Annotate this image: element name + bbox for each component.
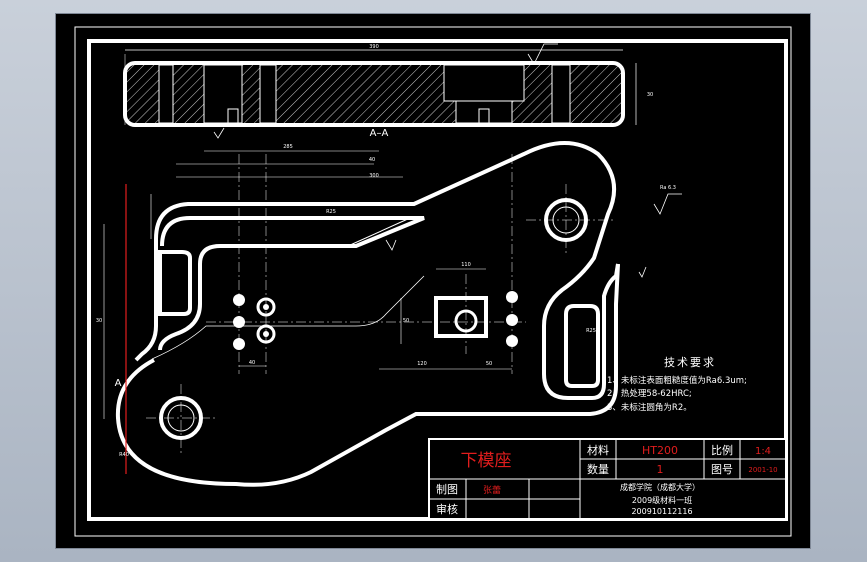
tech-heading: 技术要求 — [664, 356, 716, 369]
plan-view: 285 40 300 R25 R25 R40 110 120 50 40 30 … — [96, 127, 682, 487]
dim-30-left: 30 — [96, 318, 102, 324]
dim-50-vert: 50 — [403, 318, 409, 324]
drawing-no-label: 图号 — [711, 463, 733, 476]
student-id: 200910112116 — [631, 507, 692, 516]
outer-frame — [74, 26, 792, 537]
dim-overall-width: 390 — [369, 44, 379, 50]
cad-drawing: 390 30 A–A — [74, 26, 792, 537]
scale-value: 1:4 — [755, 446, 771, 457]
material-label: 材料 — [587, 443, 609, 457]
qty-value: 1 — [657, 463, 664, 476]
scale-label: 比例 — [711, 443, 733, 457]
dim-285: 285 — [283, 144, 293, 150]
drawing-no-value: 2001-10 — [748, 466, 777, 474]
material-value: HT200 — [642, 444, 678, 457]
dim-40-left: 40 — [249, 360, 255, 366]
check-label: 审核 — [436, 502, 458, 516]
dim-300: 300 — [369, 173, 379, 179]
dim-40: 40 — [369, 157, 375, 163]
section-view: 390 30 A–A — [123, 43, 653, 139]
technical-requirements: 技术要求 1、未标注表面粗糙度值为Ra6.3um; 2、热处理58-62HRC;… — [607, 356, 747, 413]
dim-r40: R40 — [119, 452, 129, 458]
view-marker-a: A — [115, 378, 122, 389]
tech-item-1: 1、未标注表面粗糙度值为Ra6.3um; — [607, 375, 747, 386]
dim-r25-right: R25 — [586, 328, 596, 334]
school-name: 成都学院（成都大学） — [620, 482, 700, 492]
drawn-label: 制图 — [436, 483, 458, 496]
class-name: 2009级材料一班 — [632, 495, 692, 505]
title-block: 下模座 材料 HT200 比例 1:4 数量 1 图号 2001-10 制图 张… — [428, 438, 787, 520]
right-hole-group — [434, 291, 518, 347]
qty-label: 数量 — [587, 463, 609, 476]
part-name: 下模座 — [461, 451, 512, 471]
dim-110: 110 — [461, 262, 471, 268]
tech-item-2: 2、热处理58-62HRC; — [607, 388, 692, 399]
tech-item-3: 3、未标注圆角为R2。 — [607, 402, 692, 413]
drawn-value: 张蕾 — [483, 484, 501, 496]
drawing-sheet: 390 30 A–A — [55, 13, 811, 549]
dim-50: 50 — [486, 361, 492, 367]
dim-height-right: 30 — [647, 92, 653, 98]
dim-120: 120 — [417, 361, 427, 367]
dim-r25-top: R25 — [326, 209, 336, 215]
section-label: A–A — [370, 128, 389, 139]
roughness-mark: Ra 6.3 — [660, 185, 676, 191]
